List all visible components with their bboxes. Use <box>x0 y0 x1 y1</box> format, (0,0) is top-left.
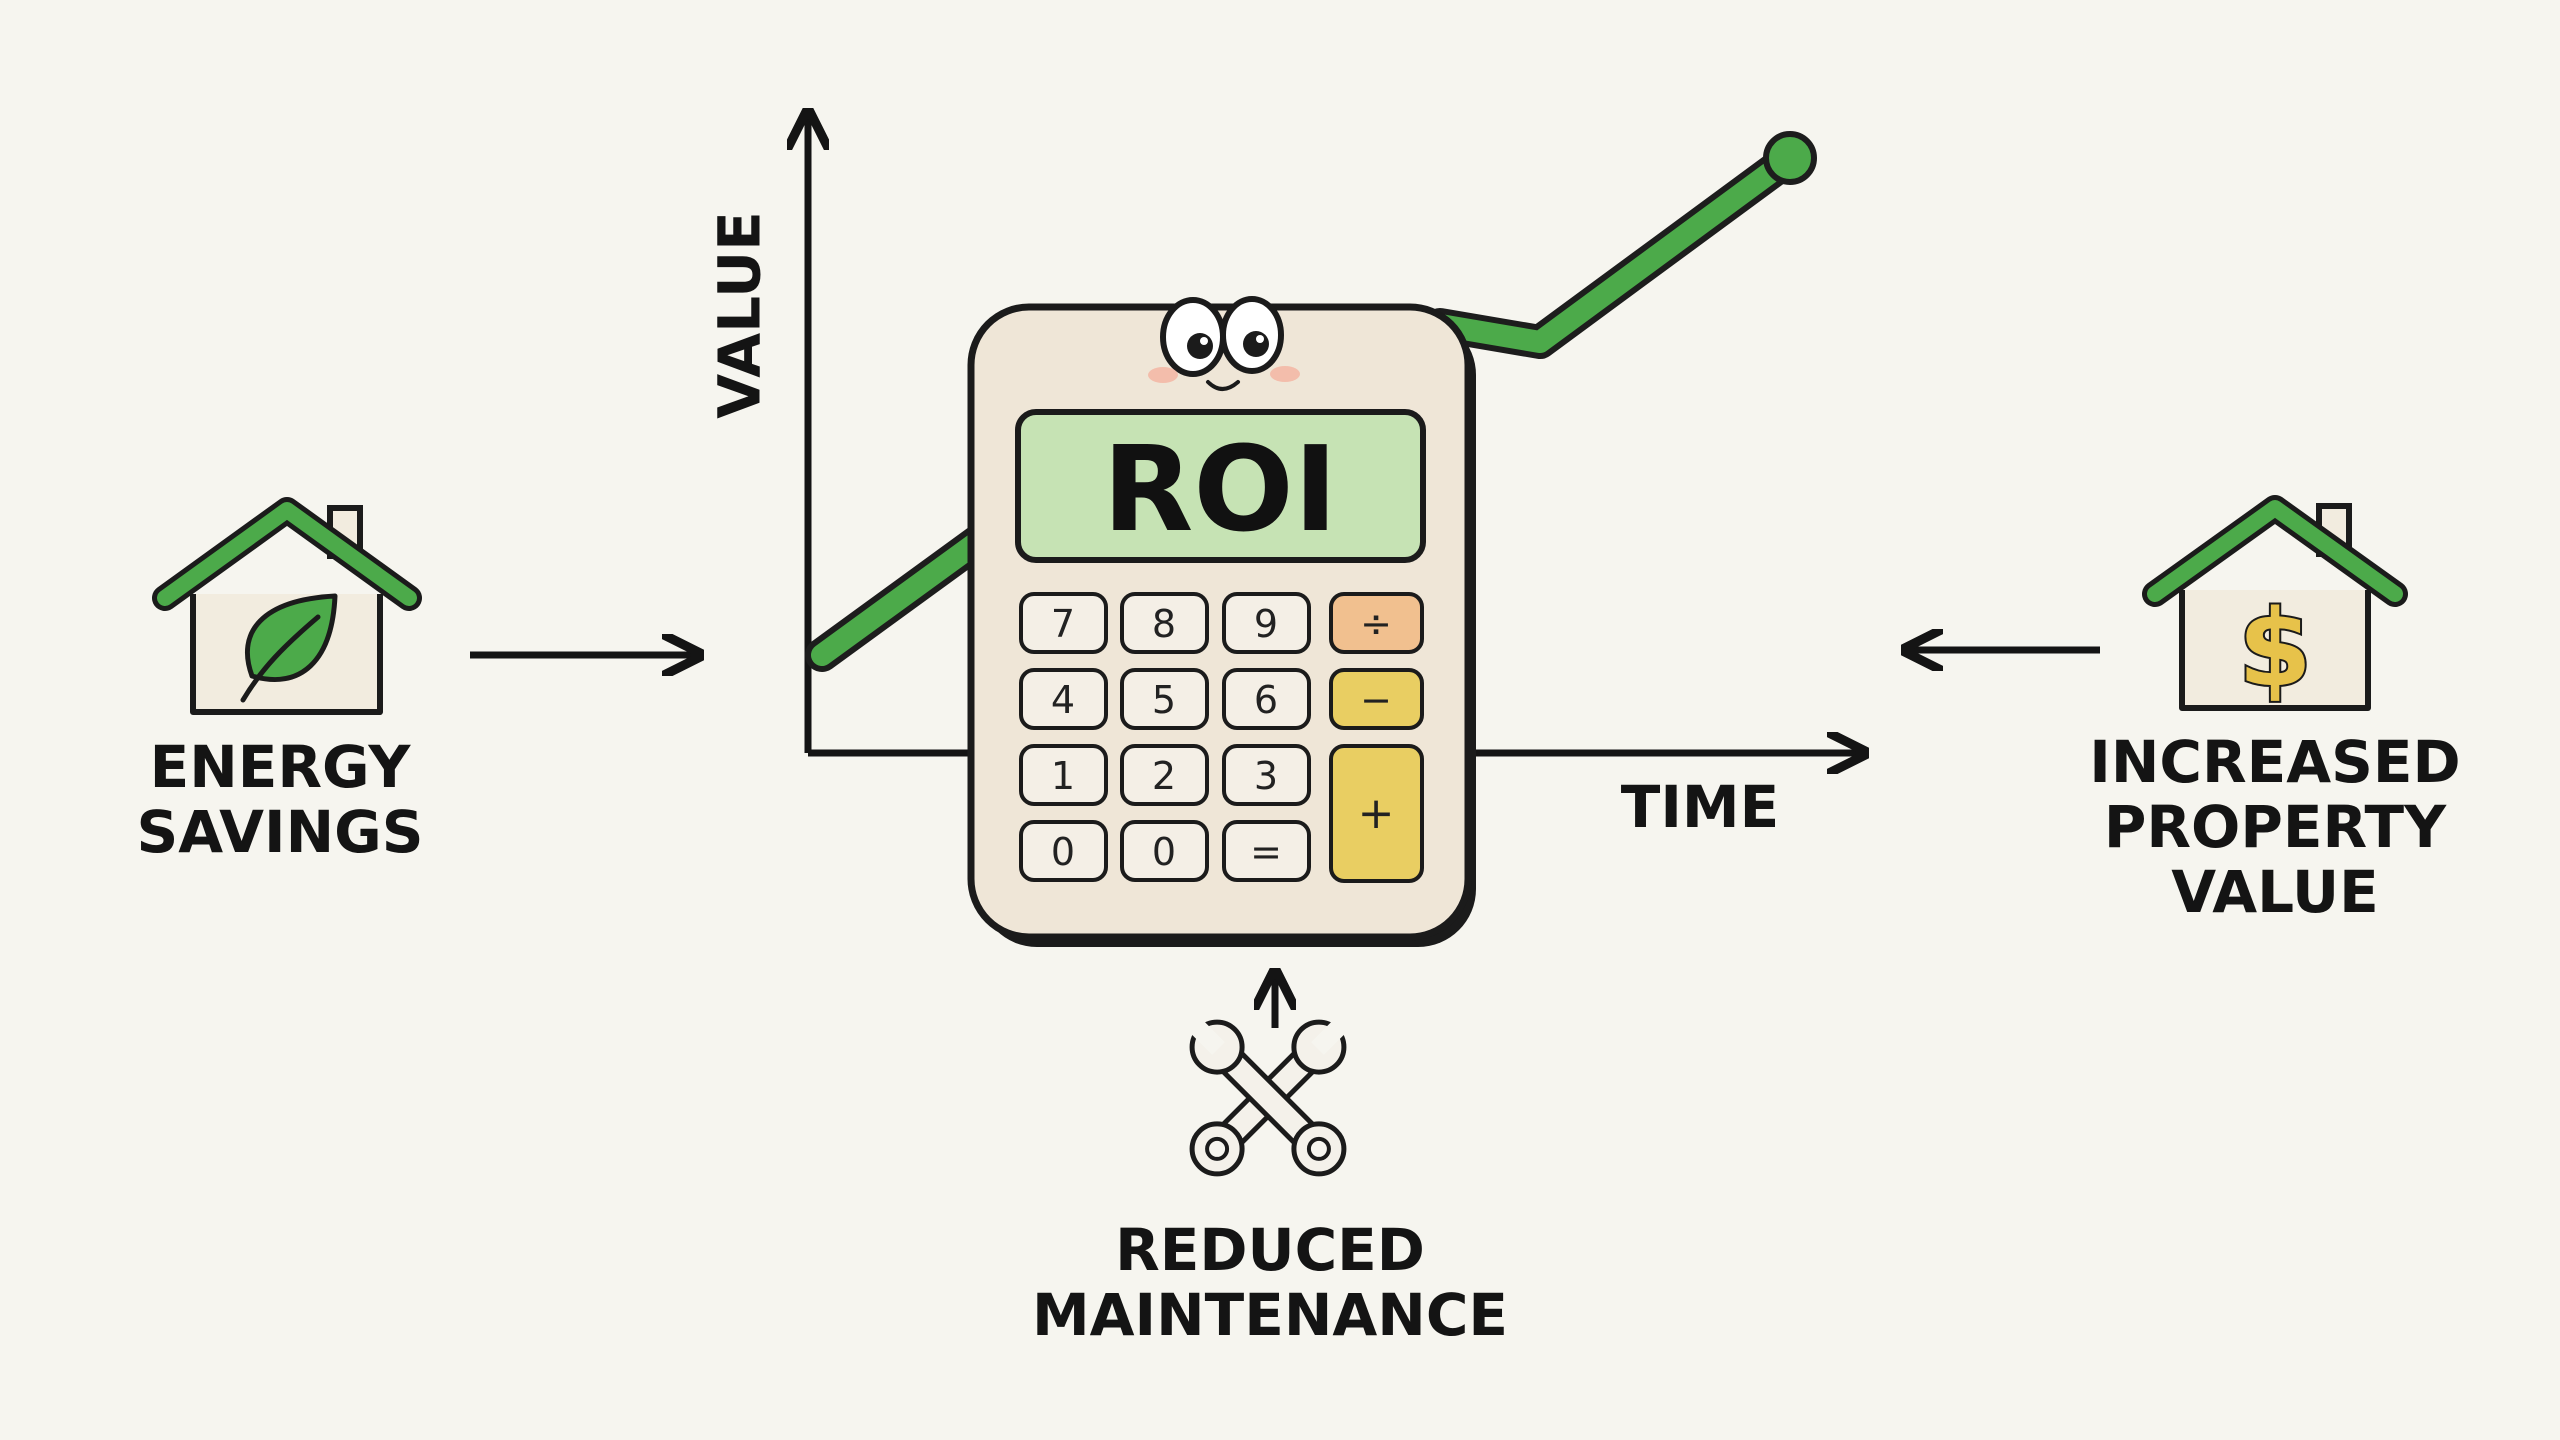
calc-key <box>1120 820 1209 882</box>
calc-key-label: ÷ <box>1360 602 1392 646</box>
house-dollar-icon: $ <box>2142 495 2408 712</box>
calc-key <box>1120 668 1209 730</box>
increased-property-value-label: INCREASED PROPERTY VALUE <box>2089 728 2461 926</box>
calc-key-label: 4 <box>1051 678 1075 722</box>
calc-key-label: 0 <box>1051 830 1075 874</box>
x-axis-label: TIME <box>1620 773 1780 841</box>
calc-key <box>1222 592 1311 654</box>
calc-key <box>1019 668 1108 730</box>
calc-key <box>1222 668 1311 730</box>
calc-key-plus <box>1329 744 1424 883</box>
calc-key-label: = <box>1250 830 1282 874</box>
calculator-face <box>1148 296 1300 391</box>
calc-key-label: + <box>1358 788 1395 839</box>
calculator-screen <box>1015 409 1426 563</box>
calc-key <box>1120 592 1209 654</box>
roi-text: ROI <box>1102 420 1337 558</box>
calc-key <box>1019 820 1108 882</box>
calc-key-label: 9 <box>1254 602 1278 646</box>
calc-key-label: 1 <box>1051 754 1075 798</box>
calc-key <box>1222 820 1311 882</box>
growth-line-endpoint <box>1763 131 1817 185</box>
calc-key-label: 8 <box>1152 602 1176 646</box>
leaf-icon <box>240 593 338 703</box>
calc-key-label: 5 <box>1152 678 1176 722</box>
calc-key-minus <box>1329 668 1424 730</box>
calc-key <box>1019 592 1108 654</box>
calc-key <box>1222 744 1311 806</box>
calc-key <box>1120 744 1209 806</box>
calc-key-label: 2 <box>1152 754 1176 798</box>
calc-key-label: 3 <box>1254 754 1278 798</box>
calc-key-label: 7 <box>1051 602 1075 646</box>
reduced-maintenance-label: REDUCED MAINTENANCE <box>1031 1216 1509 1349</box>
calc-key-label: 0 <box>1152 830 1176 874</box>
house-leaf-icon <box>152 497 422 715</box>
calc-key-label: 6 <box>1254 678 1278 722</box>
calculator: ROI 7 8 9 ÷ 4 5 6 − 1 2 3 <box>967 296 1476 947</box>
dollar-icon: $ <box>2238 587 2312 710</box>
calc-key-label: − <box>1360 678 1392 722</box>
wrench-cross-icon <box>1189 1019 1347 1177</box>
calc-key-divide <box>1329 592 1424 654</box>
calc-key <box>1019 744 1108 806</box>
calculator-keypad: 7 8 9 ÷ 4 5 6 − 1 2 3 + <box>1019 592 1424 883</box>
energy-savings-label: ENERGY SAVINGS <box>136 733 424 866</box>
